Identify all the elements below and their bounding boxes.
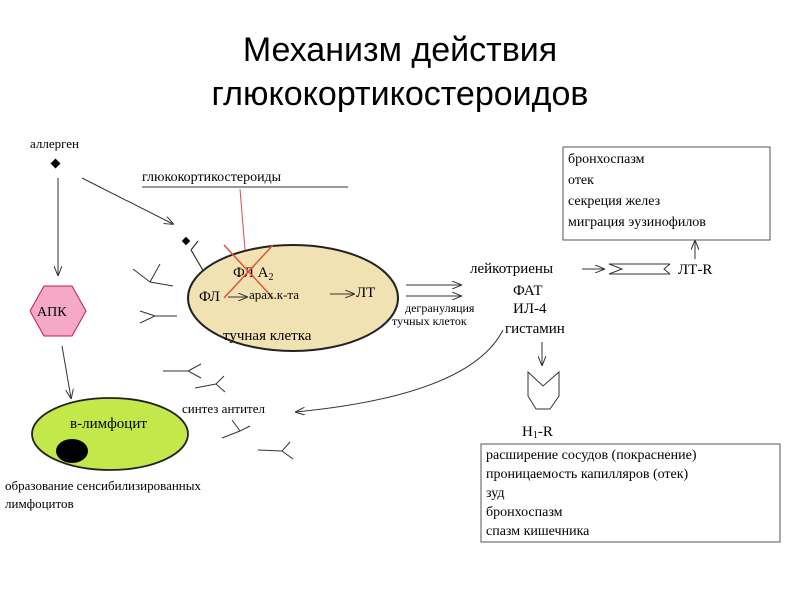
lt-effect-item: миграция эузинофилов <box>568 215 706 230</box>
lt-r-label: ЛТ-R <box>678 262 712 278</box>
histamine-label: гистамин <box>505 321 565 337</box>
h1-effects-box <box>480 443 781 543</box>
il4-label: ИЛ-4 <box>513 301 547 317</box>
fl-a2-label: ФЛ А2 <box>233 265 273 283</box>
antibody-icon <box>139 310 177 324</box>
apk-label: АПК <box>37 305 67 320</box>
antibody-icon <box>257 441 294 460</box>
arrow-to-antibody-synthesis <box>296 329 504 412</box>
fl-label: ФЛ <box>199 289 220 305</box>
degranulation-label-1: дегрануляция <box>405 301 475 315</box>
arrow-allergen-to-mast-cell <box>81 177 173 224</box>
h1-effect-item: зуд <box>486 486 504 501</box>
receptor-arm <box>190 240 199 251</box>
fat-label: ФАТ <box>513 283 543 299</box>
mast-cell <box>187 244 399 352</box>
b-lymphocyte-label: в-лимфоцит <box>70 416 147 432</box>
receptor-stem <box>190 249 205 273</box>
lt-effect-item: секреция желез <box>568 194 661 209</box>
allergen-diamond-icon <box>50 158 61 169</box>
title-line-2: глюкокортикостероидов <box>211 75 589 113</box>
arrow-apk-to-b-cell <box>61 345 71 398</box>
h1-effect-item: проницаемость капилляров (отек) <box>486 467 689 482</box>
mast-cell-label: тучная клетка <box>223 328 312 344</box>
h1-receptor-icon <box>527 370 560 410</box>
lt-label: ЛТ <box>356 285 375 301</box>
apk-hexagon <box>29 285 87 337</box>
h1-effects-list: расширение сосудов (покраснение) проницае… <box>486 448 697 539</box>
arah-label: арах.к-та <box>249 287 299 302</box>
lt-effects-list: бронхоспазм отек секреция желез миграция эу… <box>568 152 706 230</box>
antibody-synthesis-label: синтез антител <box>182 401 265 416</box>
title-line-1: Механизм действия <box>242 31 558 69</box>
h1-effect-item: расширение сосудов (покраснение) <box>486 448 697 463</box>
antibody-icon <box>163 363 202 379</box>
degranulation-label-2: тучных клеток <box>392 314 467 328</box>
h1-effect-item: спазм кишечника <box>486 524 590 539</box>
antibody-icon <box>221 419 251 439</box>
b-lymphocyte-cell <box>31 397 189 471</box>
lt-effect-item: бронхоспазм <box>568 152 645 167</box>
b-lymphocyte-nucleus <box>56 439 88 463</box>
cross-line-2 <box>223 244 274 299</box>
sensitized-label-1: образование сенсибилизированных <box>5 478 201 493</box>
glucocorticoids-label: глюкокортикостероиды <box>142 170 282 185</box>
antibody-icon <box>132 263 174 287</box>
bound-allergen-icon <box>181 236 191 246</box>
h1-r-label: H1-R <box>522 424 553 441</box>
lt-effect-item: отек <box>568 173 594 188</box>
sensitized-label-2: лимфоцитов <box>5 496 74 511</box>
h1-effect-item: бронхоспазм <box>486 505 563 520</box>
antibody-icon <box>194 375 226 393</box>
page-title: Механизм действия глюкокортикостероидов <box>0 28 800 116</box>
lt-receptor-icon <box>608 263 671 275</box>
lt-effects-box <box>562 146 771 241</box>
leukotrienes-label: лейкотриены <box>470 261 553 277</box>
allergen-label: аллерген <box>30 136 79 151</box>
